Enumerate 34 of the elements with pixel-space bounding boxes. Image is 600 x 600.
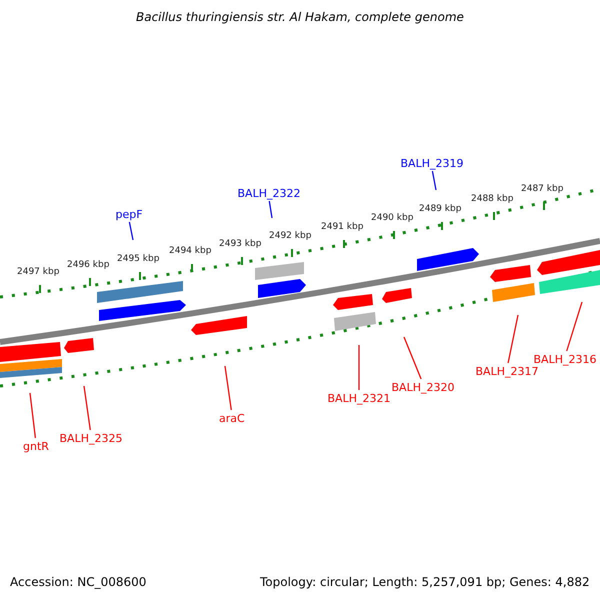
scale-label: 2493 kbp <box>219 238 262 250</box>
gene-label: gntR <box>23 440 49 453</box>
scale-label: 2487 kbp <box>521 184 564 194</box>
leader-line <box>224 366 232 410</box>
gene-label: BALH_2322 <box>238 186 300 200</box>
diagram-title: Bacillus thuringiensis str. Al Hakam, complete genome <box>136 10 464 24</box>
gene-label: BALH_2319 <box>400 156 464 170</box>
gene-label: BALH_2316 <box>534 352 596 366</box>
scale-label: 2489 kbp <box>419 204 462 214</box>
gene-label: pepF <box>116 208 143 221</box>
gene-label: BALH_2317 <box>476 364 538 378</box>
leader-line <box>128 222 134 240</box>
footer-text: Topology: circular; Length: 5,257,091 bp; Genes: 4,882 <box>260 575 590 590</box>
leader-line <box>432 170 437 190</box>
gene-label: araC <box>219 412 245 425</box>
leader-line <box>83 386 91 430</box>
gene-label: BALH_2325 <box>60 432 122 445</box>
scale-label: 2491 kbp <box>321 222 364 232</box>
leader-line <box>403 336 422 380</box>
scale-label: 2497 kbp <box>17 266 60 278</box>
gene-label: BALH_2320 <box>392 380 454 394</box>
leader-line <box>29 392 36 438</box>
scale-label: 2495 kbp <box>117 254 160 264</box>
leader-line <box>358 345 360 390</box>
scale-label: 2488 kbp <box>471 194 514 204</box>
scale-label: 2492 kbp <box>269 230 312 242</box>
leader-line <box>566 302 583 352</box>
scale-label: 2490 kbp <box>371 212 414 224</box>
scale-label: 2494 kbp <box>169 246 212 256</box>
footer-text: Accession: NC_008600 <box>10 575 146 590</box>
leader-line <box>268 200 273 218</box>
leader-line <box>508 314 519 364</box>
gene-label: BALH_2321 <box>328 392 390 405</box>
scale-label: 2496 kbp <box>67 260 110 270</box>
